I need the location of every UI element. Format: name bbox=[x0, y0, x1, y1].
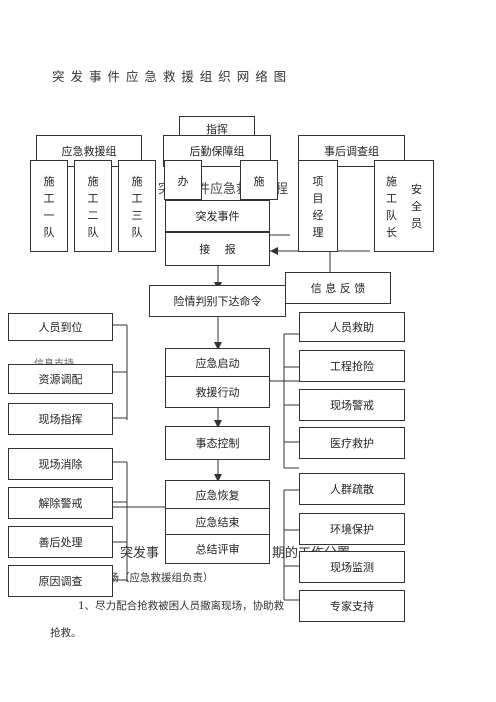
team-3-box: 施工三队 bbox=[118, 160, 156, 252]
right-item-rescue: 人员救助 bbox=[299, 312, 405, 342]
right-item-cordon: 现场警戒 bbox=[299, 389, 405, 421]
team-leader-label: 施工队长 bbox=[386, 175, 397, 239]
project-manager-label: 项目经理 bbox=[312, 175, 324, 239]
judge-box: 险情判别下达命令 bbox=[149, 285, 286, 317]
left-item-staff: 人员到位 bbox=[8, 313, 113, 341]
bleed-paragraph-line: 1、尽力配合抢救被困人员撤离现场，协助救 bbox=[78, 600, 285, 612]
start-box: 应急启动 bbox=[165, 348, 270, 378]
team-leader-box: 施工队长 安全员 bbox=[374, 160, 434, 252]
left-item-command: 现场指挥 bbox=[8, 403, 113, 435]
review-box: 总结评审 bbox=[165, 534, 270, 564]
right-item-evacuation: 人群疏散 bbox=[299, 473, 405, 505]
left-item-cause: 原因调查 bbox=[8, 565, 113, 597]
safety-officer-label: 安全员 bbox=[411, 183, 422, 230]
team-1-label: 施工一队 bbox=[43, 175, 55, 239]
team-1-box: 施工一队 bbox=[30, 160, 68, 252]
right-item-monitoring: 现场监测 bbox=[299, 551, 405, 583]
event-box: 突发事件 bbox=[165, 200, 270, 232]
recover-box: 应急恢复 bbox=[165, 480, 270, 510]
office-box: 办 bbox=[164, 160, 202, 200]
feedback-box: 信 息 反 馈 bbox=[285, 272, 391, 304]
team-2-box: 施工二队 bbox=[74, 160, 112, 252]
right-item-engineering: 工程抢险 bbox=[299, 350, 405, 382]
page-title: 突 发 事 件 应 急 救 援 组 织 网 络 图 bbox=[52, 69, 288, 84]
construction-box: 施 bbox=[240, 160, 278, 200]
right-item-environment: 环境保护 bbox=[299, 513, 405, 545]
report-box: 接 报 bbox=[165, 232, 270, 266]
left-item-lift-alert: 解除警戒 bbox=[8, 487, 113, 519]
control-box: 事态控制 bbox=[165, 426, 270, 460]
command-box: 指挥 bbox=[179, 116, 255, 138]
project-manager-box: 项目经理 bbox=[298, 160, 338, 252]
bleed-paragraph-end: 抢救。 bbox=[50, 627, 82, 639]
right-item-experts: 专家支持 bbox=[299, 590, 405, 622]
team-3-label: 施工三队 bbox=[131, 175, 143, 239]
action-box: 救援行动 bbox=[165, 376, 270, 408]
end-box: 应急结束 bbox=[165, 508, 270, 536]
team-2-label: 施工二队 bbox=[87, 175, 99, 239]
left-item-aftermath: 善后处理 bbox=[8, 526, 113, 558]
bleed-heading-left: 突发事 bbox=[120, 546, 160, 561]
left-item-clearance: 现场消除 bbox=[8, 448, 113, 480]
left-item-resources: 资源调配 bbox=[8, 364, 113, 394]
right-item-medical: 医疗救护 bbox=[299, 427, 405, 459]
